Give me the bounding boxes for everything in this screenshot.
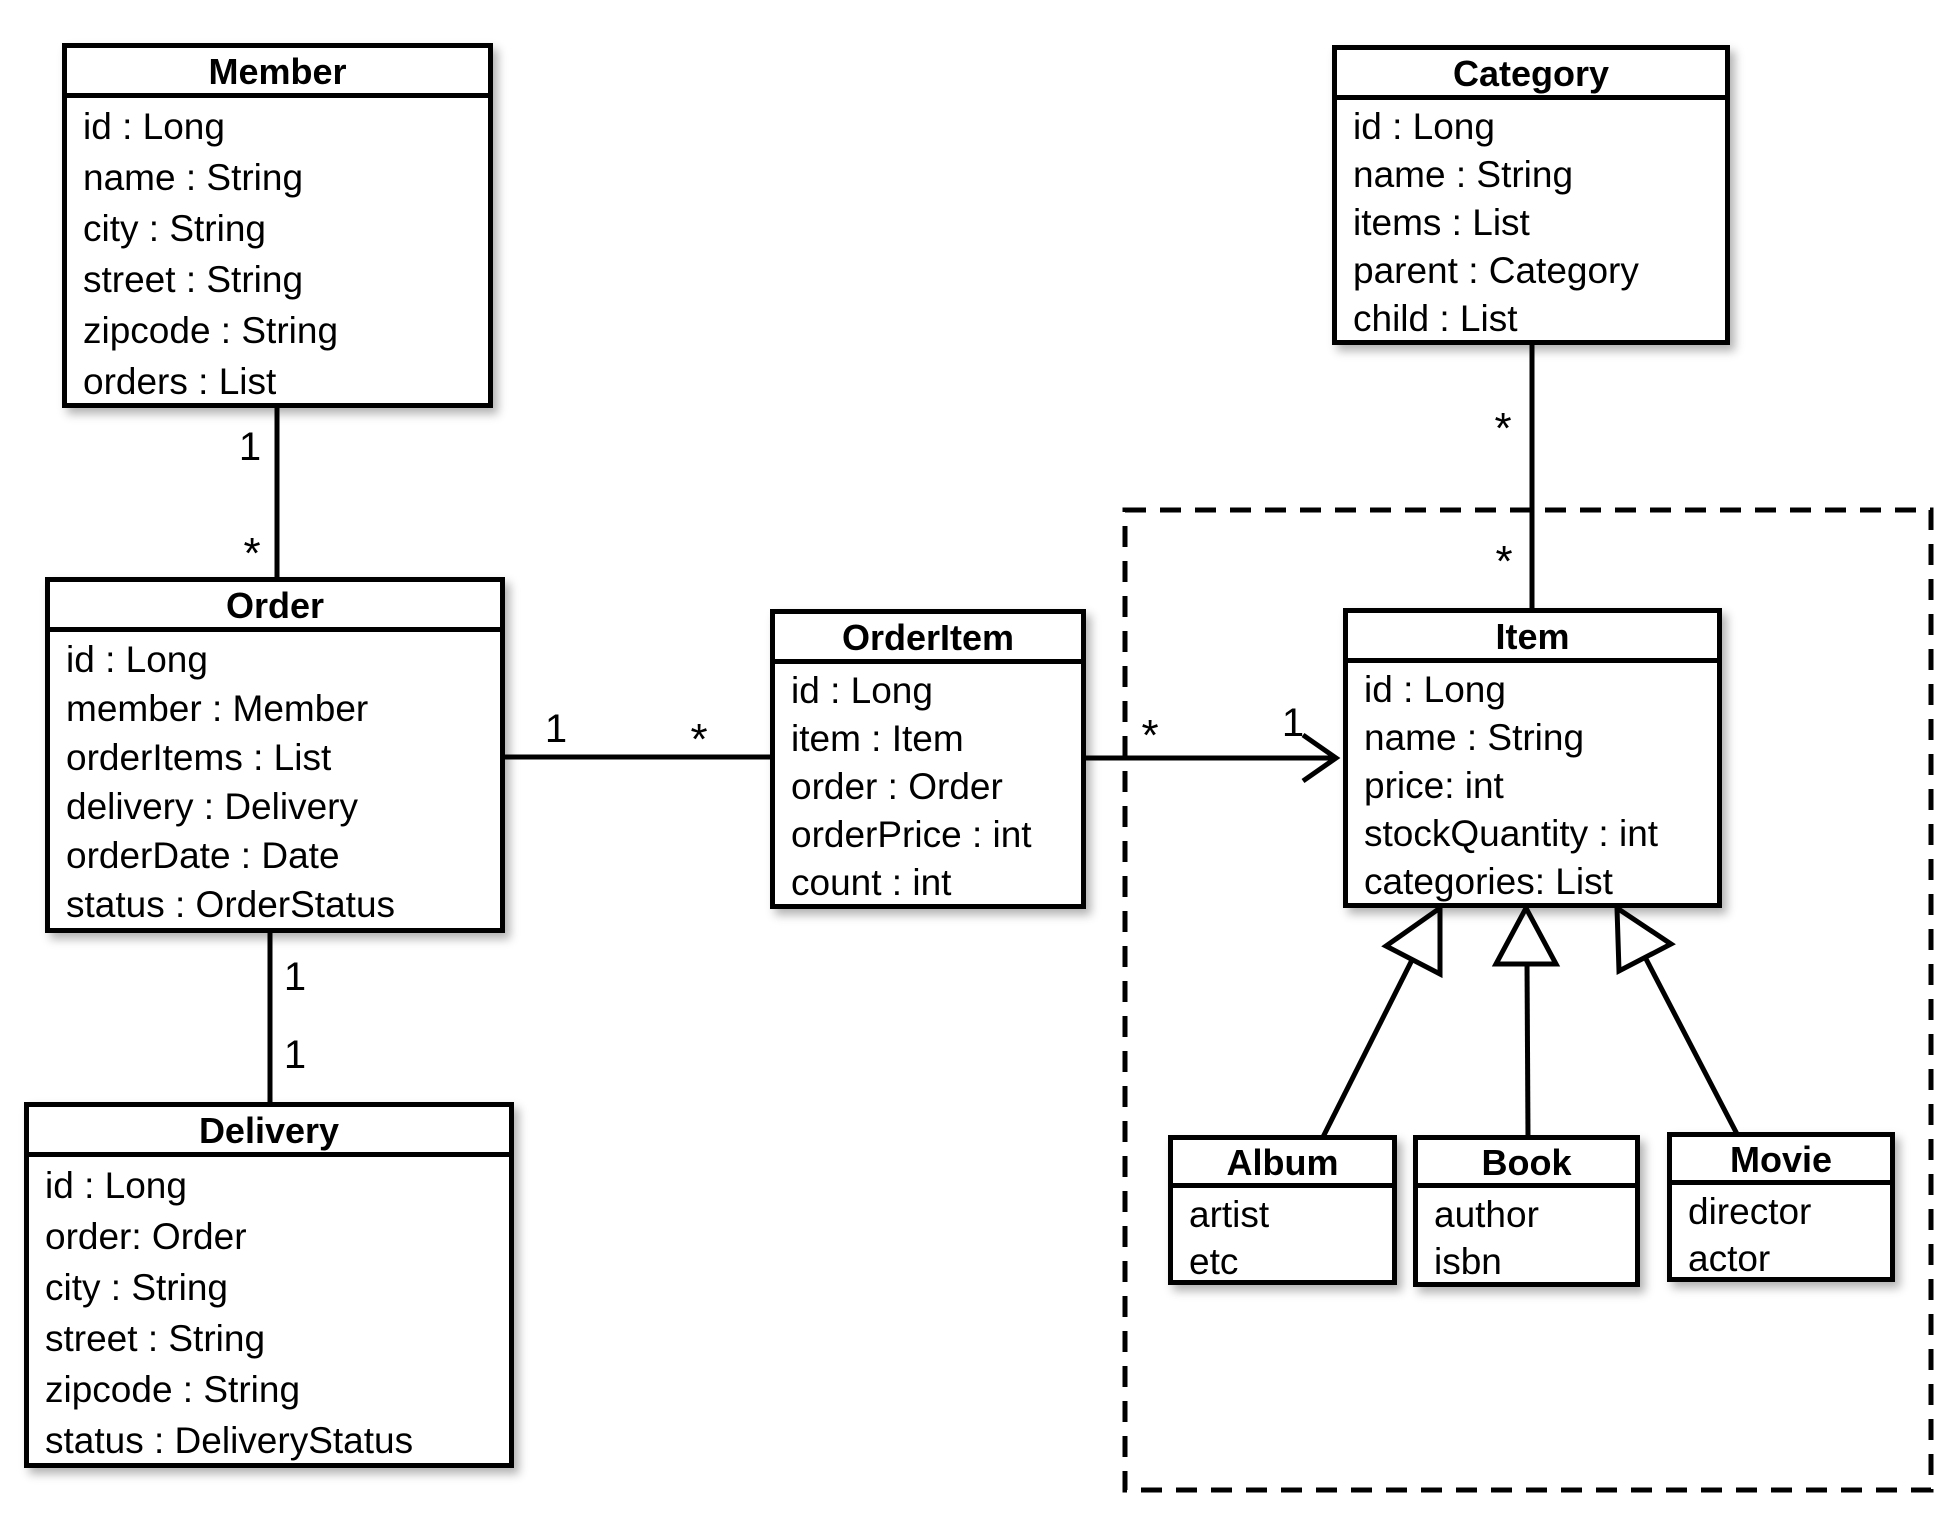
class-box-order: Order id : Long member : Member orderIte… — [45, 577, 505, 933]
generalization-line-album — [1320, 956, 1416, 1139]
class-attribute: etc — [1189, 1241, 1239, 1282]
class-attribute: id : Long — [791, 670, 933, 711]
class-title: Delivery — [29, 1107, 509, 1157]
class-attributes: artist etc — [1173, 1188, 1392, 1285]
class-attribute: zipcode : String — [83, 310, 339, 351]
class-attributes: id : Long order: Order city : String str… — [29, 1157, 509, 1466]
multiplicity-label: * — [1141, 710, 1159, 760]
class-attribute: street : String — [83, 259, 304, 300]
class-attribute: author — [1434, 1194, 1539, 1235]
navigability-arrow-icon — [1301, 732, 1341, 784]
class-attribute: id : Long — [66, 639, 208, 680]
class-attribute: city : String — [45, 1267, 228, 1308]
class-box-member: Member id : Long name : String city : St… — [62, 43, 493, 408]
class-attributes: author isbn — [1418, 1188, 1635, 1285]
multiplicity-label: 1 — [283, 1033, 307, 1077]
class-attribute: city : String — [83, 208, 266, 249]
generalization-line-book — [1524, 961, 1531, 1138]
multiplicity-label: * — [690, 714, 708, 764]
class-attribute: order : Order — [791, 766, 1003, 807]
class-attribute: price: int — [1364, 765, 1504, 806]
class-attribute: name : String — [83, 157, 304, 198]
class-attributes: id : Long name : String city : String st… — [67, 98, 488, 407]
class-attributes: id : Long name : String price: int stock… — [1348, 663, 1717, 906]
class-attribute: orderDate : Date — [66, 835, 340, 876]
class-attribute: zipcode : String — [45, 1369, 301, 1410]
multiplicity-label: 1 — [283, 955, 307, 999]
class-box-album: Album artist etc — [1168, 1135, 1397, 1285]
class-attributes: id : Long name : String items : List par… — [1337, 100, 1725, 343]
class-attribute: status : DeliveryStatus — [45, 1420, 414, 1461]
class-attribute: item : Item — [791, 718, 964, 759]
class-attribute: director — [1688, 1191, 1812, 1232]
multiplicity-label: 1 — [1281, 701, 1305, 745]
class-attribute: stockQuantity : int — [1364, 813, 1659, 854]
class-box-orderitem: OrderItem id : Long item : Item order : … — [770, 609, 1086, 909]
class-title: Category — [1337, 50, 1725, 100]
class-box-book: Book author isbn — [1413, 1135, 1640, 1287]
class-box-item: Item id : Long name : String price: int … — [1343, 608, 1722, 908]
class-attribute: count : int — [791, 862, 952, 903]
class-title: OrderItem — [775, 614, 1081, 664]
class-attribute: id : Long — [45, 1165, 187, 1206]
dashed-group-boundary — [1122, 507, 1934, 1493]
inheritance-triangle-icon — [1491, 902, 1561, 967]
inheritance-triangle-icon — [1381, 903, 1443, 979]
class-attribute: artist — [1189, 1194, 1270, 1235]
class-attribute: actor — [1688, 1238, 1771, 1279]
class-attribute: categories: List — [1364, 861, 1613, 902]
class-attribute: order: Order — [45, 1216, 247, 1257]
class-attribute: street : String — [45, 1318, 266, 1359]
inheritance-triangle-icon — [1614, 903, 1676, 976]
class-title: Item — [1348, 613, 1717, 663]
class-attribute: isbn — [1434, 1241, 1502, 1282]
class-title: Movie — [1672, 1137, 1890, 1185]
class-attribute: name : String — [1353, 154, 1574, 195]
class-title: Album — [1173, 1140, 1392, 1188]
class-attribute: parent : Category — [1353, 250, 1639, 291]
class-attributes: director actor — [1672, 1185, 1890, 1282]
class-attributes: id : Long item : Item order : Order orde… — [775, 664, 1081, 907]
class-box-movie: Movie director actor — [1667, 1132, 1895, 1282]
class-attribute: items : List — [1353, 202, 1530, 243]
class-attribute: name : String — [1364, 717, 1585, 758]
class-attributes: id : Long member : Member orderItems : L… — [50, 632, 500, 929]
multiplicity-label: 1 — [238, 425, 262, 469]
class-title: Book — [1418, 1140, 1635, 1188]
generalization-line-movie — [1642, 955, 1740, 1136]
class-attribute: id : Long — [1353, 106, 1495, 147]
multiplicity-label: 1 — [544, 707, 568, 751]
class-attribute: orders : List — [83, 361, 277, 402]
class-attribute: delivery : Delivery — [66, 786, 358, 827]
class-title: Order — [50, 582, 500, 632]
class-attribute: id : Long — [1364, 669, 1506, 710]
class-attribute: orderPrice : int — [791, 814, 1032, 855]
class-attribute: child : List — [1353, 298, 1518, 339]
class-box-delivery: Delivery id : Long order: Order city : S… — [24, 1102, 514, 1468]
multiplicity-label: * — [243, 528, 261, 578]
class-title: Member — [67, 48, 488, 98]
class-box-category: Category id : Long name : String items :… — [1332, 45, 1730, 345]
multiplicity-label: * — [1494, 403, 1512, 453]
multiplicity-label: * — [1495, 536, 1513, 586]
class-attribute: member : Member — [66, 688, 369, 729]
class-attribute: orderItems : List — [66, 737, 332, 778]
class-attribute: status : OrderStatus — [66, 884, 396, 925]
class-attribute: id : Long — [83, 106, 225, 147]
